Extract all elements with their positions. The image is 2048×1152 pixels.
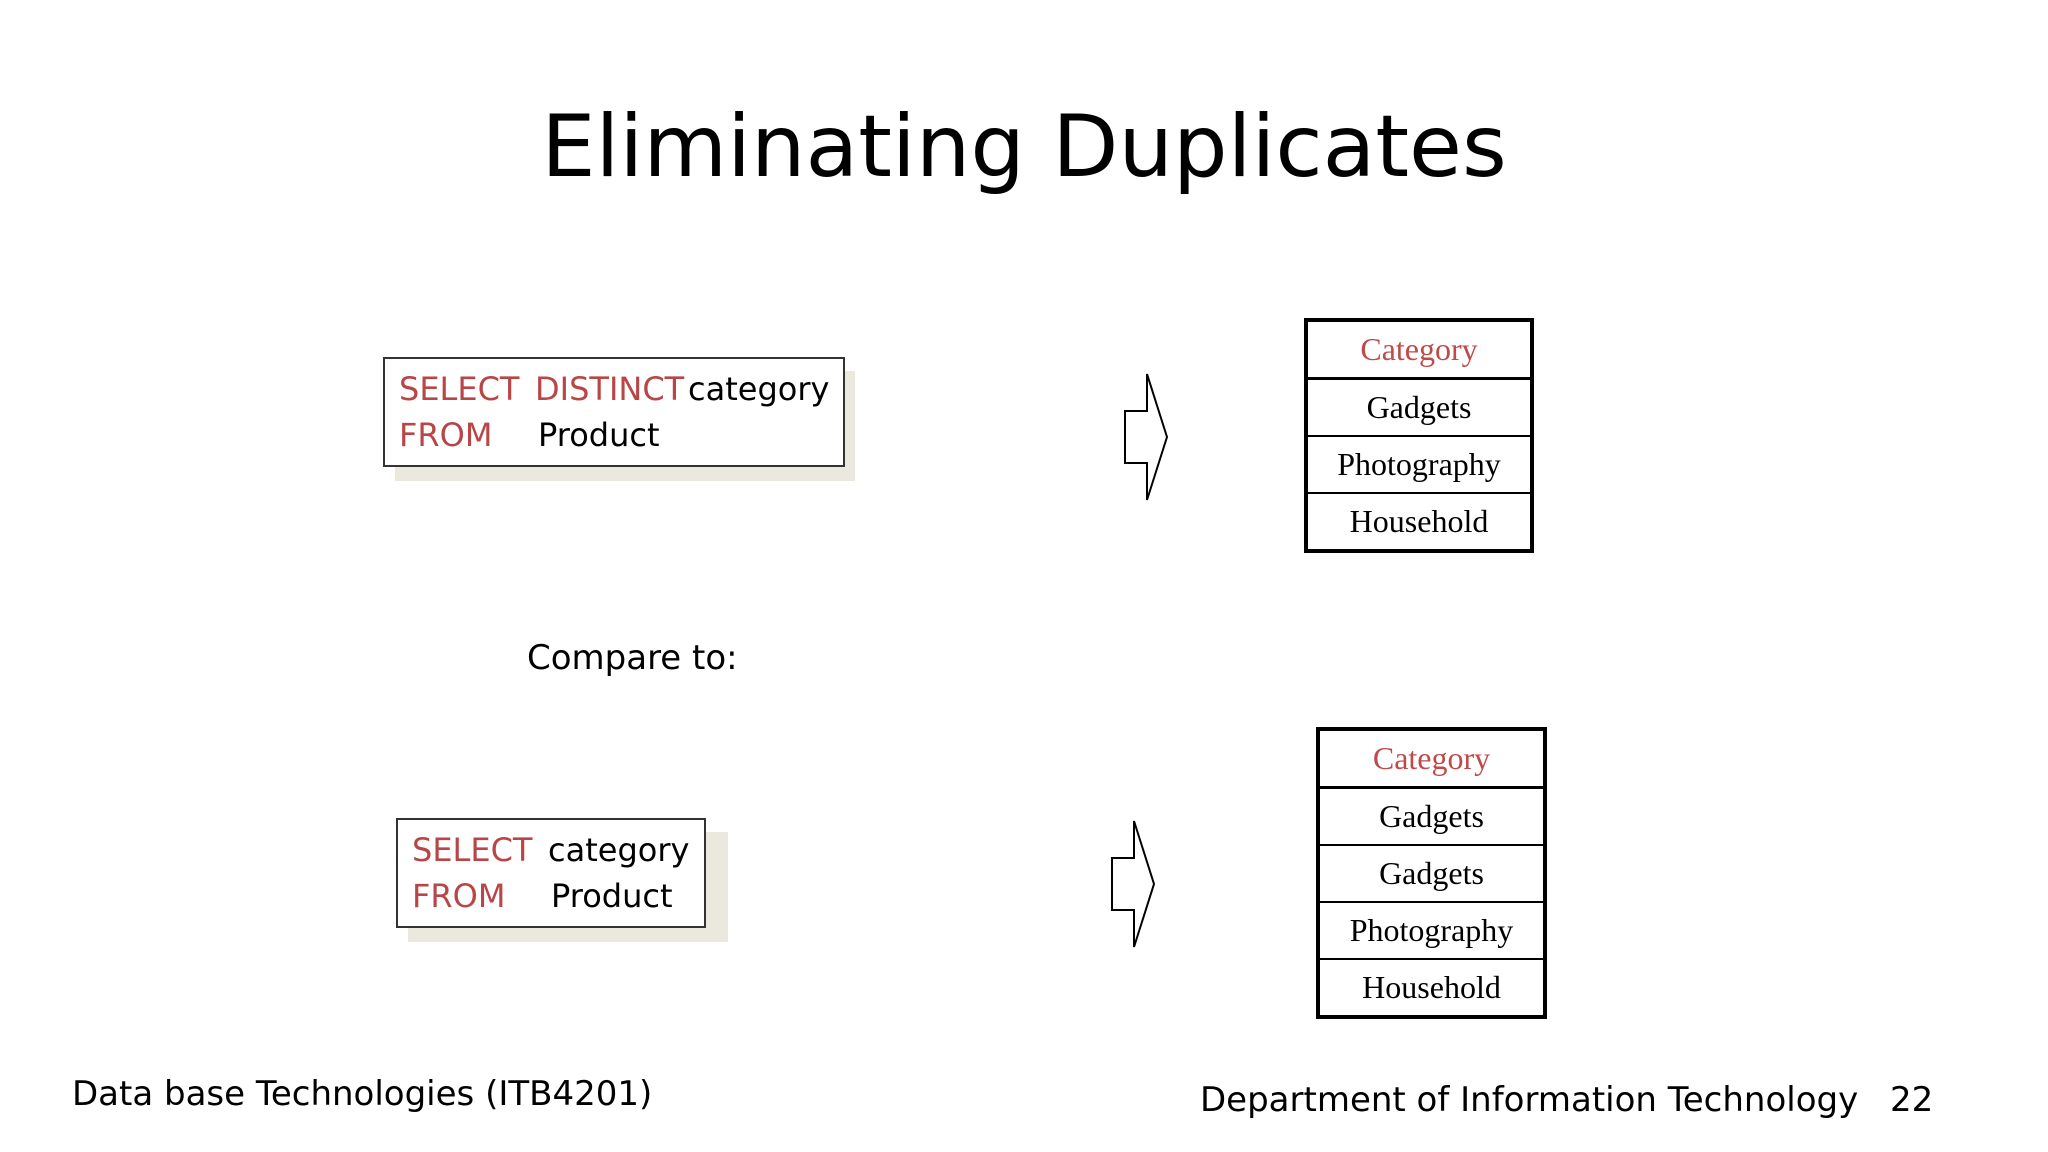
select-keyword: SELECT: [412, 831, 533, 869]
table-cell: Household: [1318, 958, 1545, 1017]
page-number: 22: [1890, 1080, 1934, 1120]
table-cell: Gadgets: [1318, 786, 1545, 845]
slide-title: Eliminating Duplicates: [541, 97, 1507, 197]
table-name: Product: [538, 416, 660, 454]
query-box: SELECT category FROM Product: [396, 818, 706, 928]
right-arrow-icon: [1111, 820, 1156, 948]
table-name: Product: [551, 877, 673, 915]
select-keyword: SELECT: [399, 370, 520, 408]
result-table-all: Category Gadgets Gadgets Photography Hou…: [1316, 727, 1547, 1019]
footer-course: Data base Technologies (ITB4201): [72, 1074, 653, 1114]
column-name: category: [688, 370, 830, 408]
result-table-distinct: Category Gadgets Photography Household: [1304, 318, 1534, 553]
query-box: SELECT DISTINCT category FROM Product: [383, 357, 845, 467]
table-cell: Photography: [1318, 901, 1545, 959]
table-cell: Photography: [1306, 435, 1532, 493]
compare-label: Compare to:: [527, 638, 738, 678]
column-name: category: [548, 831, 690, 869]
right-arrow-icon: [1124, 373, 1169, 501]
table-cell: Gadgets: [1318, 844, 1545, 902]
distinct-keyword: DISTINCT: [535, 370, 685, 408]
from-keyword: FROM: [412, 877, 506, 915]
column-header: Category: [1318, 729, 1545, 789]
from-keyword: FROM: [399, 416, 493, 454]
column-header: Category: [1306, 320, 1532, 380]
table-cell: Gadgets: [1306, 377, 1532, 436]
table-cell: Household: [1306, 492, 1532, 551]
footer-department: Department of Information Technology: [1200, 1080, 1859, 1120]
